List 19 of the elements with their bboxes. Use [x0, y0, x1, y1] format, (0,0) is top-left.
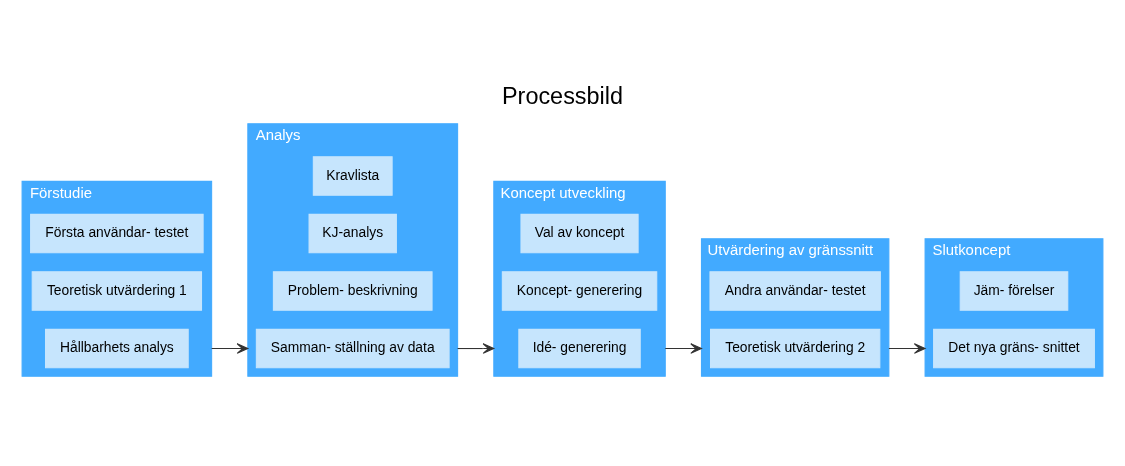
diagram-title: Processbild — [502, 83, 623, 110]
arrow — [664, 343, 702, 354]
arrow — [211, 343, 249, 354]
node-box: Det nya gräns- snittet — [933, 328, 1095, 369]
node-box: Hållbarhets analys — [45, 328, 189, 369]
node-box: Problem- beskrivning — [272, 271, 433, 311]
node-box: Kravlista — [312, 156, 393, 196]
arrow — [888, 343, 926, 354]
arrow — [457, 343, 495, 354]
node-box: KJ-analys — [308, 213, 397, 254]
node-box: Koncept- generering — [501, 271, 658, 311]
node-box: Jäm- förelser — [959, 271, 1069, 311]
node-box: Idé- generering — [518, 328, 641, 369]
node-box: Teoretisk utvärdering 1 — [31, 271, 203, 311]
node-box: Andra användar- testet — [709, 271, 881, 311]
node-box: Teoretisk utvärdering 2 — [710, 328, 881, 369]
node-box: Första användar- testet — [30, 213, 204, 254]
node-box: Val av koncept — [520, 213, 639, 254]
node-box: Samman- ställning av data — [255, 328, 450, 369]
